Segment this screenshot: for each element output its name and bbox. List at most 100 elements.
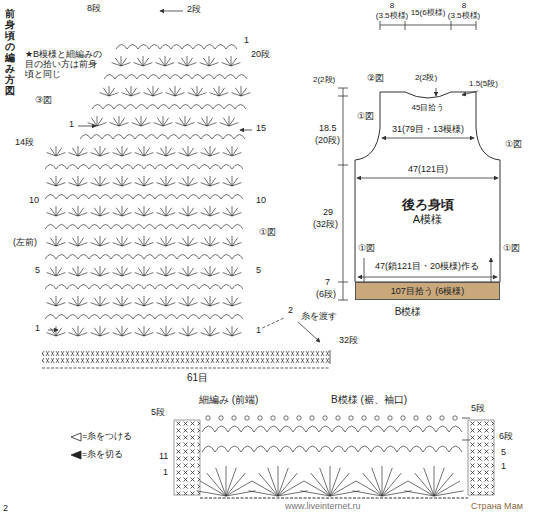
chart-label: 10 [28,196,40,206]
stitch-row [45,225,243,230]
chart-label: 14段 [14,138,35,148]
picot [245,416,249,420]
chart-label: ①図 [504,140,523,150]
chart-label: 8 [389,2,395,11]
dimension-line [357,178,498,179]
back-body-outline [355,92,500,282]
stitch-row [47,266,242,276]
chart-label: B模様 (裾、袖口) [330,394,408,405]
strip-edge [330,350,331,364]
chart-label: 1.5(5段) [468,80,499,89]
legend-text: =糸を切る [82,448,123,461]
chart-label: (6段) [315,290,337,300]
chart-label: 2 [2,504,9,514]
chain-row [42,368,330,369]
legend-symbol [70,432,82,442]
garment-piece: 後ろ身頃A模様 [355,92,500,282]
picot [440,416,444,420]
chart-label: B模様 [394,306,423,317]
chart-label: 18.5 [318,124,338,134]
node-text: A模様 [413,213,442,226]
sleeve-edge-sc [468,420,494,495]
stitch-row [45,195,243,200]
legend-symbol [71,451,81,459]
chart-label: 1 [243,36,250,46]
legend-text: =糸をつける [82,430,132,443]
dimension-line [358,277,497,278]
chart-label: 15 [255,124,267,134]
dimension-line [382,138,474,139]
width-dimension [380,20,476,30]
picot [232,416,236,420]
chart-label: (32段) [312,220,339,230]
stitch-row [104,75,247,80]
chart-label: 45目拾う [411,104,446,113]
stitch-row [45,285,243,290]
front-edge-sc [174,420,200,495]
picot [388,416,392,420]
chart-label: 31(79目・13模様) [391,125,465,135]
stitch-row [47,176,242,186]
node-text: 107目拾う (6模様) [391,286,465,296]
legend-symbol [71,433,81,441]
legend-row: =糸を切る [70,448,123,461]
chart-label: 5段 [150,408,166,418]
chart-label: 15(6模様) [410,9,447,18]
chart-label: 61目 [186,372,209,383]
stitch-row [47,296,242,306]
chart-label: (3.5模様) [447,12,481,21]
chart-label: 29 [322,208,334,218]
stitch-row [88,116,239,126]
chart-label: 5段 [470,404,486,414]
picot [219,416,223,420]
stitch-row [80,135,245,140]
node-text: 後ろ身頃 [402,198,454,213]
legend-symbol [70,450,82,460]
chart-label: ③図 [34,96,53,106]
chart-label: (3.5模様) [375,12,409,21]
stitch-row [47,236,242,246]
height-dimension [338,88,348,300]
neck-arrow [462,91,478,95]
chart-label: 5 [500,448,507,458]
picot [362,416,366,420]
stitch-row [45,315,243,320]
stitch-row [47,206,242,216]
picot [414,416,418,420]
picot [349,416,353,420]
picot [401,416,405,420]
neck-arrow [436,88,437,96]
chart-label: www.liveinternet.ru [284,502,362,512]
picot [427,416,431,420]
chart-label: (20段) [314,136,341,146]
chart-title: 前身頃の編み方図 [4,8,16,96]
chart-label: 1 [162,468,169,478]
picot [375,416,379,420]
chart-label: ★B模様と細編みの目の拾い方は前身頃と同じ [24,50,104,80]
chart-label: ①図 [258,228,277,238]
chart-label: 2(2段) [414,74,438,83]
carry-yarn-arrow [298,322,320,342]
chart-label: 8段 [86,4,102,14]
single-crochet-strip [42,350,330,364]
stitch-row [45,165,243,170]
chart-label: 1 [255,326,262,336]
stitch-row [112,56,241,66]
row-arrow [160,11,183,12]
chart-label: 細編み (前端) [198,394,259,405]
chart-label: 2段 [186,5,202,15]
picot [336,416,340,420]
b-pattern-stitches [197,426,464,496]
border-band: 107目拾う (6模様) [355,282,500,300]
picot [271,416,275,420]
picot [206,416,210,420]
chart-label: (左前) [12,238,38,248]
chart-label: ①図 [502,244,521,254]
chart-label: 10 [255,196,267,206]
stitch-row [45,255,243,260]
picot [310,416,314,420]
chart-label: 47(鎖121目・20模様)作る [374,262,480,272]
chart-label: 5 [255,266,262,276]
stitch-row [116,45,237,50]
row-arrow [78,126,96,127]
